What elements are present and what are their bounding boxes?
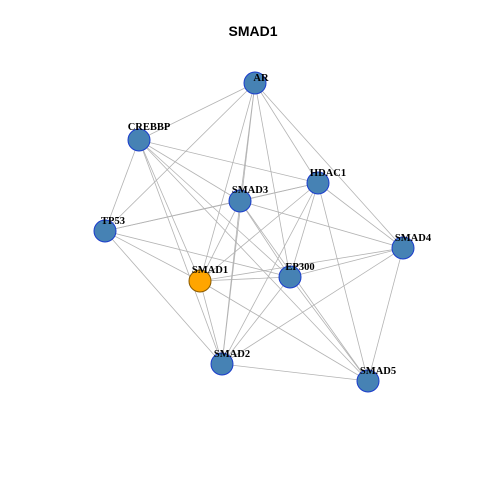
edge-crebbp-ep300 bbox=[138, 139, 291, 278]
edge-crebbp-smad3 bbox=[138, 139, 241, 202]
edge-ar-smad4 bbox=[254, 82, 404, 249]
edge-ar-crebbp bbox=[138, 82, 256, 141]
edge-crebbp-tp53 bbox=[104, 139, 140, 232]
edge-ar-hdac1 bbox=[254, 82, 319, 184]
edge-smad4-smad5 bbox=[367, 247, 404, 382]
node-tp53[interactable] bbox=[93, 219, 117, 243]
edge-smad3-ep300 bbox=[239, 200, 291, 278]
edge-smad4-smad2 bbox=[221, 247, 404, 365]
edge-smad1-ep300 bbox=[199, 276, 291, 282]
edge-smad3-smad1 bbox=[199, 200, 241, 282]
node-label-smad3: SMAD3 bbox=[232, 185, 268, 196]
edge-crebbp-hdac1 bbox=[138, 139, 319, 184]
node-ep300[interactable] bbox=[278, 265, 302, 289]
edge-ep300-smad5 bbox=[289, 276, 369, 382]
edge-crebbp-smad2 bbox=[138, 139, 223, 365]
edge-ar-ep300 bbox=[254, 82, 291, 278]
node-label-smad2: SMAD2 bbox=[214, 349, 250, 360]
node-label-crebbp: CREBBP bbox=[128, 122, 171, 133]
edge-smad3-tp53 bbox=[104, 200, 241, 232]
node-crebbp[interactable] bbox=[127, 128, 151, 152]
node-smad5[interactable] bbox=[356, 369, 380, 393]
edge-hdac1-smad1 bbox=[199, 182, 319, 282]
edge-smad3-smad2 bbox=[221, 200, 241, 365]
edge-smad3-smad5 bbox=[239, 200, 369, 382]
node-label-smad5: SMAD5 bbox=[360, 366, 396, 377]
edge-smad3-smad4 bbox=[239, 200, 404, 249]
node-smad4[interactable] bbox=[391, 236, 415, 260]
edge-crebbp-smad1 bbox=[138, 139, 201, 282]
node-smad1[interactable] bbox=[188, 269, 212, 293]
node-smad3[interactable] bbox=[228, 189, 252, 213]
edge-crebbp-smad5 bbox=[138, 139, 369, 382]
node-ar[interactable] bbox=[243, 71, 267, 95]
edge-layer bbox=[104, 82, 404, 382]
node-label-smad1: SMAD1 bbox=[192, 265, 228, 276]
node-layer bbox=[93, 71, 415, 393]
edge-ar-tp53 bbox=[104, 82, 256, 232]
node-label-ep300: EP300 bbox=[285, 262, 314, 273]
node-label-ar: AR bbox=[253, 73, 269, 84]
edge-tp53-smad2 bbox=[104, 230, 223, 365]
edge-tp53-ep300 bbox=[104, 230, 291, 278]
node-label-smad4: SMAD4 bbox=[395, 233, 432, 244]
edge-smad4-smad1 bbox=[199, 247, 404, 282]
edge-hdac1-smad5 bbox=[317, 182, 369, 382]
edge-hdac1-ep300 bbox=[289, 182, 319, 278]
edge-hdac1-smad2 bbox=[221, 182, 319, 365]
node-label-hdac1: HDAC1 bbox=[310, 168, 346, 179]
edge-hdac1-smad4 bbox=[317, 182, 404, 249]
node-hdac1[interactable] bbox=[306, 171, 330, 195]
edge-tp53-smad1 bbox=[104, 230, 201, 282]
edge-smad2-smad5 bbox=[221, 363, 369, 382]
edge-smad1-smad2 bbox=[199, 280, 223, 365]
diagram-title: SMAD1 bbox=[228, 23, 277, 39]
edge-ar-smad1 bbox=[199, 82, 256, 282]
edge-ep300-smad2 bbox=[221, 276, 291, 365]
node-smad2[interactable] bbox=[210, 352, 234, 376]
edge-smad4-ep300 bbox=[289, 247, 404, 278]
edge-smad1-smad5 bbox=[199, 280, 369, 382]
node-label-tp53: TP53 bbox=[101, 216, 125, 227]
